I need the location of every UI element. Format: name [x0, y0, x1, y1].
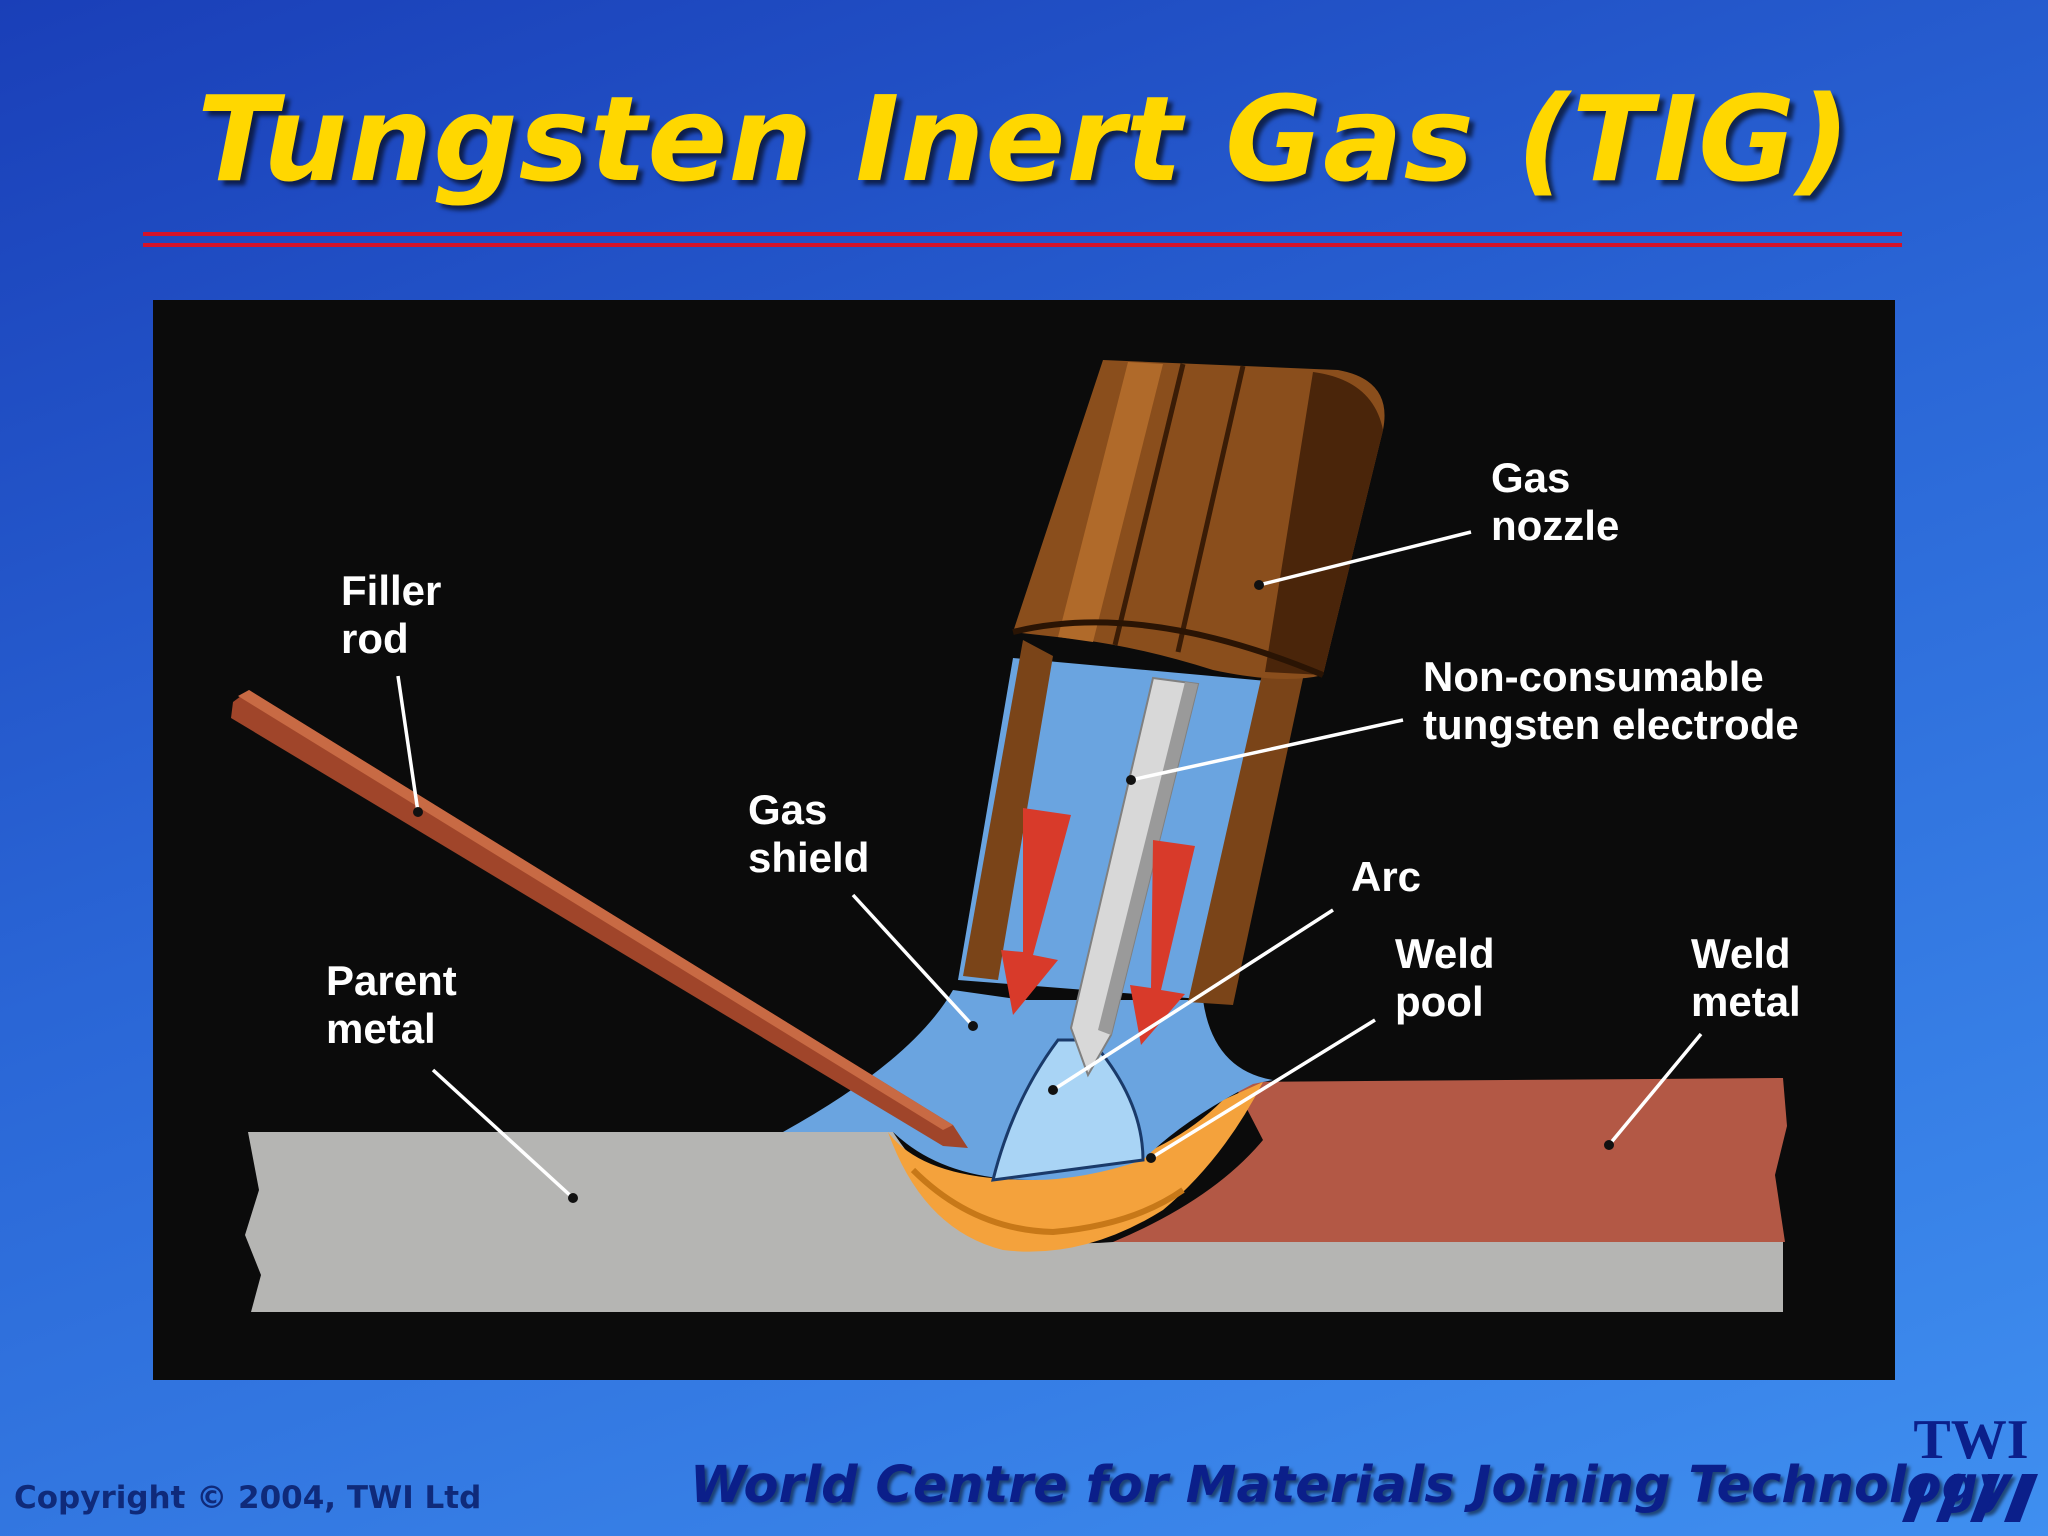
tig-welding-diagram: Gas nozzle Filler rod Non-consumable tun…	[153, 300, 1895, 1380]
leader-weld-metal-dot	[1604, 1140, 1614, 1150]
label-filler-rod-line2: rod	[341, 615, 409, 662]
label-filler-rod: Filler rod	[341, 567, 453, 662]
weld-pool	[888, 1082, 1263, 1252]
label-gas-shield-line2: shield	[748, 834, 869, 881]
label-gas-shield: Gas shield	[748, 786, 869, 881]
gas-flow-arrow-left	[1001, 808, 1071, 1015]
label-weld-metal: Weld metal	[1691, 930, 1802, 1025]
leader-electrode-dot	[1126, 775, 1136, 785]
leader-weld-pool	[1150, 1018, 1376, 1160]
twi-logo-stripes	[1902, 1474, 2038, 1522]
label-electrode: Non-consumable tungsten electrode	[1423, 653, 1799, 748]
leader-weld-metal	[1607, 1032, 1703, 1147]
nozzle-rim	[1012, 619, 1325, 678]
nozzle-groove-2	[1175, 365, 1246, 653]
weld-pool-shadow	[910, 1167, 1185, 1236]
label-weld-metal-line2: metal	[1691, 978, 1801, 1025]
label-arc: Arc	[1351, 853, 1421, 900]
leader-electrode	[1130, 718, 1404, 782]
nozzle-dark-right	[1265, 372, 1383, 675]
tig-diagram-svg: Gas nozzle Filler rod Non-consumable tun…	[231, 360, 1802, 1312]
footer-slogan: World Centre for Materials Joining Techn…	[690, 1456, 2012, 1515]
arc-plasma	[991, 1038, 1145, 1182]
label-parent-metal-line2: metal	[326, 1005, 436, 1052]
label-weld-metal-line1: Weld	[1691, 930, 1791, 977]
label-weld-pool-line2: pool	[1395, 978, 1484, 1025]
filler-rod-highlight	[238, 690, 953, 1130]
nozzle-groove-1	[1112, 363, 1186, 646]
leader-filler-rod	[396, 675, 420, 813]
slide-title: Tungsten Inert Gas (TIG)	[196, 70, 1852, 208]
label-gas-nozzle-line1: Gas	[1491, 454, 1570, 501]
leader-weld-pool-dot	[1146, 1153, 1156, 1163]
title-divider-bottom	[143, 243, 1902, 247]
weld-metal-bead	[1113, 1078, 1787, 1242]
leader-gas-shield	[851, 893, 975, 1028]
title-divider-top	[143, 232, 1902, 236]
twi-logo-text: TWI	[1913, 1409, 2029, 1471]
leader-filler-rod-dot	[413, 807, 423, 817]
nozzle-highlight	[1058, 362, 1163, 642]
logo-stripe-3	[1970, 1474, 2000, 1522]
label-electrode-line2: tungsten electrode	[1423, 701, 1799, 748]
label-weld-pool: Weld pool	[1395, 930, 1506, 1025]
label-filler-rod-line1: Filler	[341, 567, 441, 614]
leader-gas-nozzle	[1258, 530, 1472, 587]
label-parent-metal: Parent metal	[326, 957, 468, 1052]
label-gas-nozzle-line2: nozzle	[1491, 502, 1619, 549]
leader-arc-dot	[1048, 1085, 1058, 1095]
leader-parent-metal-dot	[568, 1193, 578, 1203]
leader-arc	[1052, 908, 1334, 1092]
label-arc-line1: Arc	[1351, 853, 1421, 900]
copyright-notice: Copyright © 2004, TWI Ltd	[14, 1480, 482, 1516]
logo-stripe-2	[1936, 1474, 1966, 1522]
logo-stripe-1	[1902, 1474, 1932, 1522]
gas-flow-arrow-right	[1130, 840, 1195, 1045]
label-parent-metal-line1: Parent	[326, 957, 457, 1004]
leader-gas-shield-dot	[968, 1021, 978, 1031]
label-electrode-line1: Non-consumable	[1423, 653, 1764, 700]
label-gas-nozzle: Gas nozzle	[1491, 454, 1619, 549]
label-gas-shield-line1: Gas	[748, 786, 827, 833]
label-weld-pool-line1: Weld	[1395, 930, 1495, 977]
parent-metal-plate	[245, 1132, 1783, 1312]
leader-gas-nozzle-dot	[1254, 580, 1264, 590]
nozzle-sleeve-right	[1188, 670, 1303, 1005]
nozzle-sleeve-left	[963, 640, 1053, 980]
twi-logo: TWI	[1898, 1412, 2044, 1532]
leader-parent-metal	[431, 1068, 575, 1200]
logo-stripe-4	[2004, 1474, 2038, 1522]
